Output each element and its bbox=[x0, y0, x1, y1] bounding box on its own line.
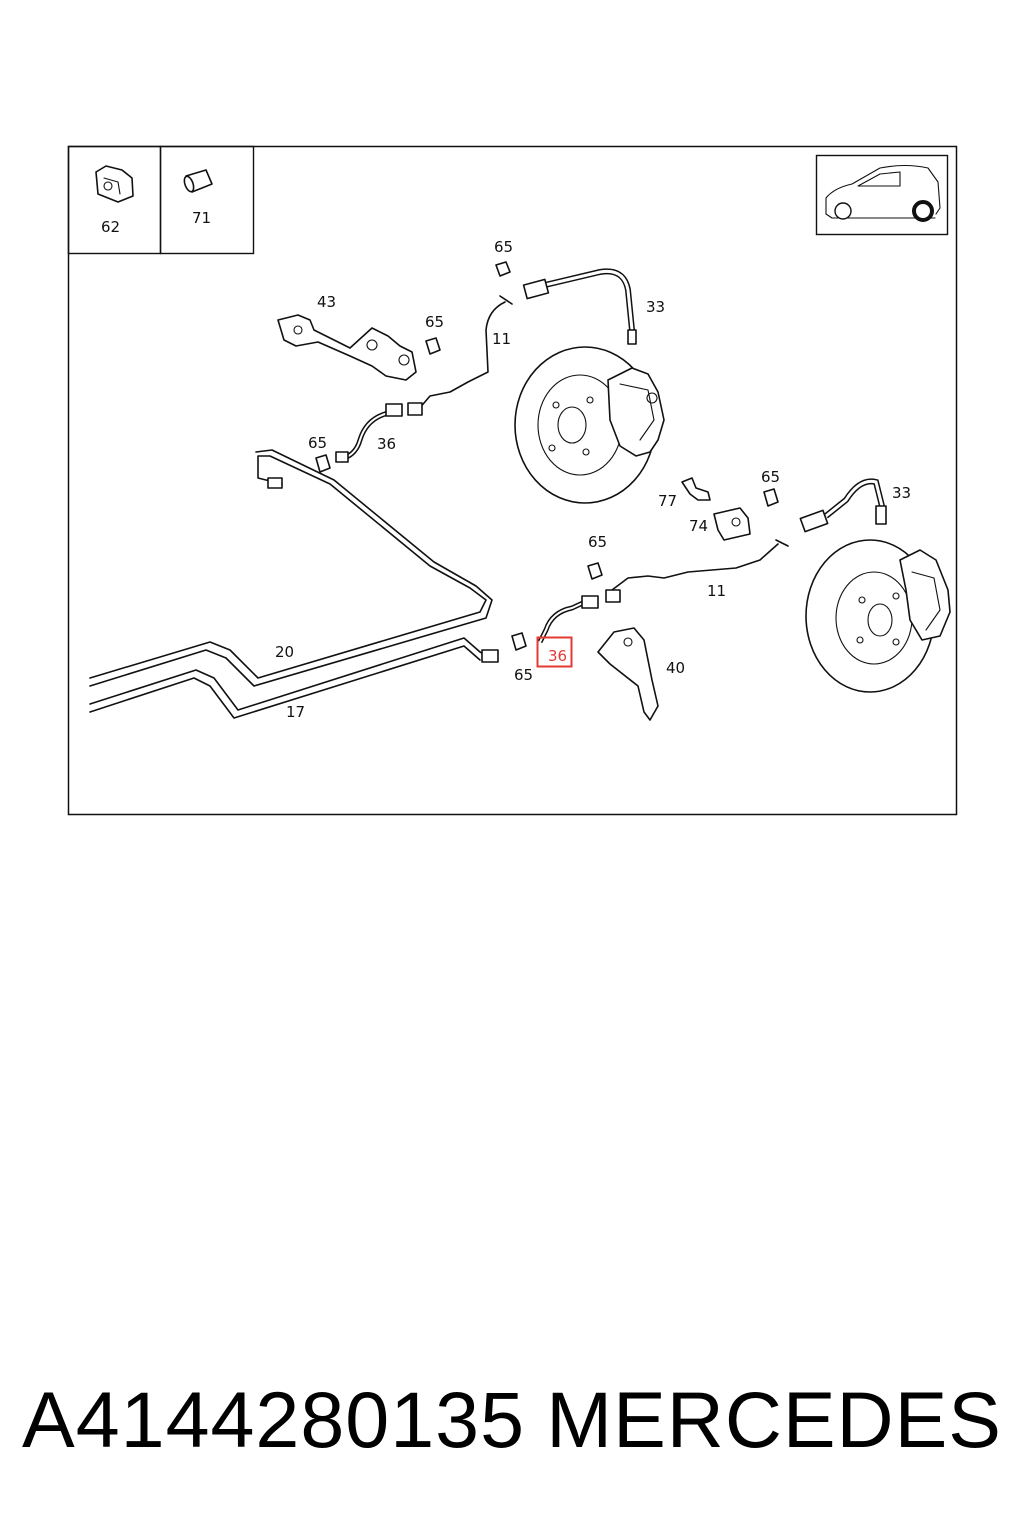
callout-36-upper: 36 bbox=[377, 435, 396, 453]
bolt-77 bbox=[681, 477, 711, 501]
clip-62-icon bbox=[95, 165, 134, 203]
callout-77: 77 bbox=[658, 492, 677, 510]
brake-line-11-lower bbox=[611, 543, 779, 591]
callout-65-e: 65 bbox=[588, 533, 607, 551]
brand-name: MERCEDES bbox=[546, 1375, 1002, 1464]
callout-43: 43 bbox=[317, 293, 336, 311]
brake-hose-36-upper bbox=[335, 402, 423, 463]
bracket-74 bbox=[713, 507, 751, 541]
callout-17: 17 bbox=[286, 703, 305, 721]
bracket-43 bbox=[277, 314, 417, 381]
brake-caliper-lower bbox=[899, 549, 951, 641]
vehicle-location-icon bbox=[815, 154, 949, 236]
callout-65-a: 65 bbox=[494, 238, 513, 256]
callout-36-highlighted[interactable]: 36 bbox=[548, 647, 567, 665]
callout-40: 40 bbox=[666, 659, 685, 677]
callout-65-d: 65 bbox=[761, 468, 780, 486]
callout-65-f: 65 bbox=[514, 666, 533, 684]
callout-11-lower: 11 bbox=[707, 582, 726, 600]
brake-line-20 bbox=[89, 449, 493, 687]
brake-hose-36-lower bbox=[537, 589, 621, 644]
clip-65-f bbox=[511, 632, 527, 651]
callout-33-upper: 33 bbox=[646, 298, 665, 316]
parts-diagram: 62 71 bbox=[67, 145, 958, 816]
brake-hose-33-upper bbox=[522, 268, 637, 345]
clip-65-d bbox=[763, 488, 779, 507]
brake-line-17 bbox=[89, 637, 499, 719]
clip-65-c bbox=[315, 454, 331, 473]
clip-65-b bbox=[425, 337, 441, 355]
sleeve-71-icon bbox=[183, 169, 213, 193]
callout-65-c: 65 bbox=[308, 434, 327, 452]
callout-65-b: 65 bbox=[425, 313, 444, 331]
brake-line-11-upper bbox=[417, 301, 506, 411]
part-number: A4144280135 bbox=[22, 1375, 526, 1464]
footer: A4144280135 MERCEDES bbox=[0, 1370, 1024, 1470]
bracket-40 bbox=[597, 627, 659, 721]
callout-33-lower: 33 bbox=[892, 484, 911, 502]
brake-disc-lower bbox=[805, 539, 935, 693]
legend-label-62: 62 bbox=[101, 218, 120, 236]
brake-hose-33-lower bbox=[799, 478, 887, 533]
callout-11-upper: 11 bbox=[492, 330, 511, 348]
legend-box: 62 71 bbox=[67, 145, 255, 255]
callout-20: 20 bbox=[275, 643, 294, 661]
highlight-box bbox=[536, 636, 573, 668]
clip-65-e bbox=[587, 562, 603, 580]
legend-label-71: 71 bbox=[192, 209, 211, 227]
diagram-frame bbox=[67, 145, 958, 816]
callout-74: 74 bbox=[689, 517, 708, 535]
brake-caliper-upper bbox=[607, 367, 665, 457]
clip-65-a bbox=[495, 261, 511, 277]
